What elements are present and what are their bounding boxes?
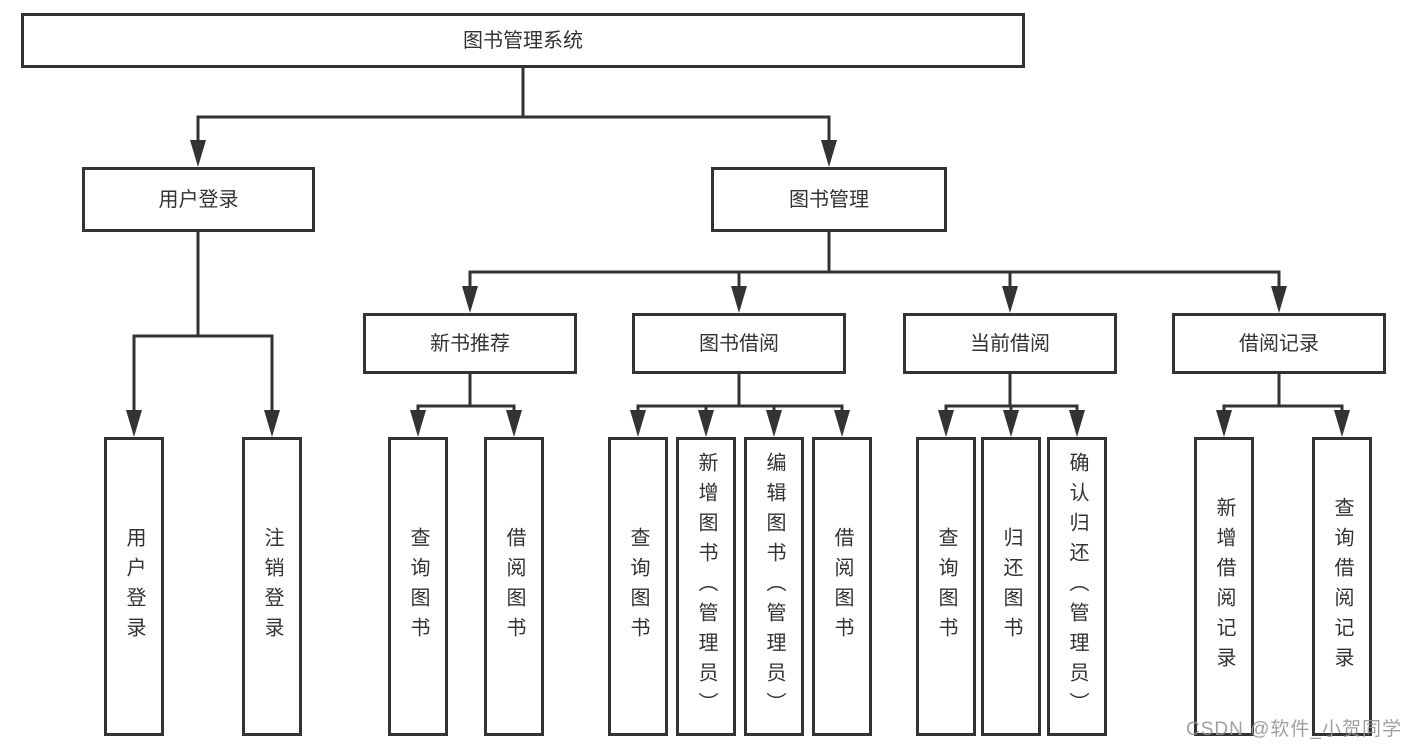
node-root-system: 图书管理系统 [21,13,1025,68]
leaf-current-return-book: 归还图书 [981,437,1041,736]
csdn-watermark: CSDN @软件_小贺同学 [1186,719,1402,740]
leaf-borrowing-query-book: 查询图书 [608,437,668,736]
leaf-borrowing-borrow-book: 借阅图书 [812,437,872,736]
leaf-logout: 注销登录 [242,437,302,736]
leaf-current-confirm-return-admin: 确认归还（管理员） [1047,437,1107,736]
leaf-newbook-borrow-book: 借阅图书 [484,437,544,736]
leaf-borrowing-edit-book-admin: 编辑图书（管理员） [744,437,804,736]
leaf-newbook-query-book: 查询图书 [388,437,448,736]
node-new-book-recommend: 新书推荐 [363,313,577,374]
leaf-user-login: 用户登录 [104,437,164,736]
node-borrowing-records: 借阅记录 [1172,313,1386,374]
node-current-borrowing: 当前借阅 [903,313,1117,374]
node-book-borrowing: 图书借阅 [632,313,846,374]
leaf-records-add-record: 新增借阅记录 [1194,437,1254,736]
leaf-records-query-record: 查询借阅记录 [1312,437,1372,736]
node-book-management: 图书管理 [711,167,947,232]
node-user-login: 用户登录 [82,167,315,232]
leaf-current-query-book: 查询图书 [916,437,976,736]
leaf-borrowing-add-book-admin: 新增图书（管理员） [676,437,736,736]
